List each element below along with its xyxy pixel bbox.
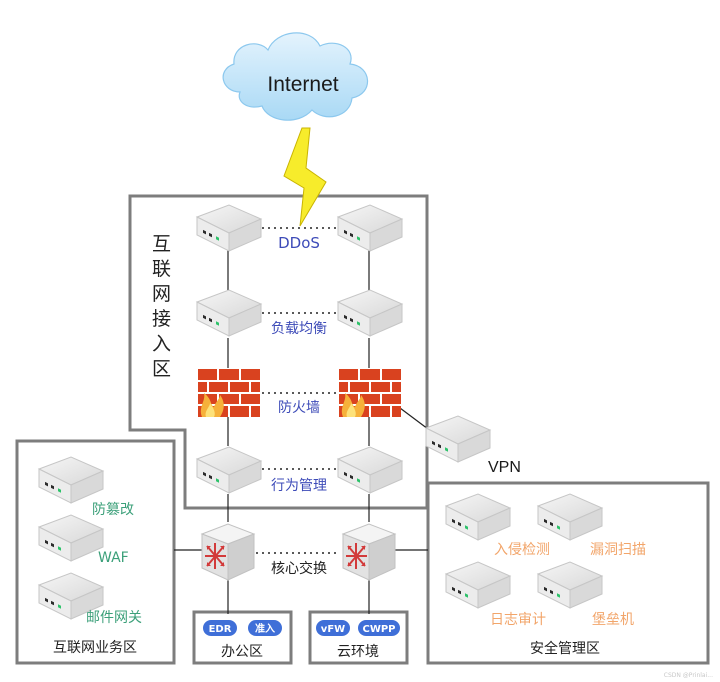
lightning-bolt-icon (283, 127, 327, 227)
vfw-pill (316, 620, 350, 636)
vpn-device-icon (425, 415, 491, 463)
bastion-label: 堡垒机 (592, 612, 634, 628)
vpn-label: VPN (488, 459, 521, 476)
svg-text:联: 联 (152, 258, 171, 280)
firewall-right-icon (338, 368, 402, 418)
waf-label: WAF (98, 550, 129, 566)
load-balance-label: 负载均衡 (271, 321, 327, 337)
office-zone-label: 办公区 (221, 644, 263, 660)
log-audit-device-icon (445, 561, 511, 609)
security-mgmt-zone-label: 安全管理区 (530, 640, 600, 657)
access-pill (248, 620, 282, 636)
bastion-device-icon (537, 561, 603, 609)
security-mgmt-zone-border (426, 481, 710, 665)
behavior-mgmt-label: 行为管理 (271, 478, 327, 494)
behavior-mgmt-right-icon (337, 446, 403, 494)
core-switch-label: 核心交换 (271, 560, 327, 577)
edr-pill-label: EDR (209, 624, 232, 635)
svg-text:区: 区 (152, 358, 171, 380)
ddos-device-left-icon (196, 204, 262, 252)
vertical-links (174, 250, 433, 614)
load-balancer-left-icon (196, 289, 262, 337)
watermark: CSDN @Prinlai... (664, 672, 713, 679)
vuln-scan-label: 漏洞扫描 (590, 542, 646, 558)
svg-text:互: 互 (152, 233, 171, 255)
access-pill-label: 准入 (255, 622, 275, 635)
firewall-label: 防火墙 (278, 400, 320, 416)
mail-gateway-label: 邮件网关 (86, 610, 142, 626)
behavior-mgmt-left-icon (196, 446, 262, 494)
tamper-proof-device-icon (38, 456, 104, 504)
ddos-device-right-icon (337, 204, 403, 252)
cwpp-pill (358, 620, 400, 636)
core-switch-right-icon (342, 523, 396, 581)
office-zone-border (192, 610, 293, 665)
internet-label: Internet (267, 73, 338, 96)
tamper-proof-label: 防篡改 (92, 501, 134, 518)
waf-device-icon (38, 514, 104, 562)
internet-cloud-icon (222, 32, 369, 121)
ddos-label: DDoS (278, 234, 320, 252)
cwpp-pill-label: CWPP (362, 624, 395, 635)
vuln-scan-device-icon (537, 493, 603, 541)
svg-text:入: 入 (152, 333, 171, 355)
dotted-pair-links (256, 227, 340, 554)
ids-label: 入侵检测 (494, 541, 550, 558)
cloud-env-zone-label: 云环境 (337, 644, 379, 660)
internet-business-zone-label: 互联网业务区 (53, 640, 137, 656)
log-audit-label: 日志审计 (490, 612, 546, 628)
internet-access-zone-border (128, 194, 429, 510)
internet-access-zone-label: 互 联 网 接 入 区 (152, 233, 171, 380)
ids-device-icon (445, 493, 511, 541)
internet-business-zone-border (15, 439, 176, 665)
svg-text:接: 接 (152, 308, 171, 330)
core-switch-left-icon (201, 523, 255, 581)
vfw-pill-label: vFW (321, 624, 345, 635)
edr-pill (203, 620, 237, 636)
firewall-left-icon (197, 368, 261, 418)
cloud-env-zone-border (308, 610, 409, 665)
svg-text:网: 网 (152, 283, 171, 305)
load-balancer-right-icon (337, 289, 403, 337)
